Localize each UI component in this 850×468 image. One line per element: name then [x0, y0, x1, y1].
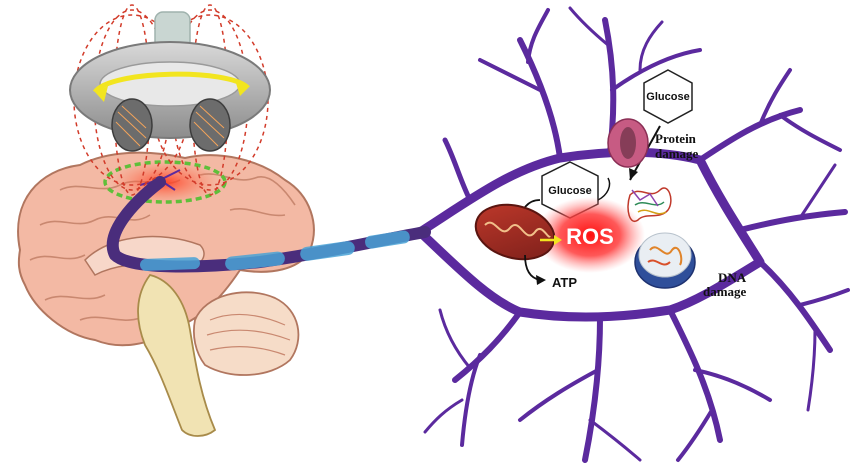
dendrite	[798, 163, 837, 220]
arrow-head	[536, 275, 546, 285]
coil-arrow-head	[95, 86, 108, 102]
dendrite	[806, 328, 817, 412]
neuron-icon	[415, 6, 850, 463]
dendrite	[423, 398, 464, 434]
mitochondrion-icon: ATP	[474, 203, 577, 290]
glucose-mid-arrow	[597, 177, 611, 201]
ros: ROS	[535, 197, 645, 273]
dna-strand	[647, 259, 671, 266]
protein-structure-icon	[627, 187, 672, 222]
cerebellum-folia	[206, 313, 291, 356]
dendrite	[438, 308, 472, 370]
dendrite	[757, 259, 833, 353]
dendrite	[778, 113, 842, 152]
coil-wire-pattern	[115, 105, 225, 147]
cerebellum	[192, 291, 300, 376]
dendrite	[478, 58, 542, 92]
protein-label-2: damage	[655, 146, 699, 161]
dna-label-1: DNA	[718, 270, 747, 285]
dendrite	[442, 137, 473, 203]
protein-label-1: Protein	[655, 131, 697, 146]
glucose-top-label: Glucose	[646, 91, 689, 103]
dendrite	[693, 368, 772, 402]
hexagon-glucose-icon	[643, 69, 693, 124]
glucose-mid-label: Glucose	[548, 185, 591, 197]
coil-ring-inner	[99, 61, 241, 107]
cristae	[484, 221, 551, 238]
atp-label: ATP	[552, 275, 577, 290]
myelin-sheath	[140, 230, 410, 271]
dendrite	[452, 309, 523, 383]
dendrite	[758, 68, 792, 127]
dendrite	[582, 315, 603, 463]
dendrite	[798, 288, 850, 307]
arrow-head	[554, 235, 562, 245]
glucose-top: Glucose	[629, 69, 693, 181]
dendrite	[610, 48, 702, 92]
brain-icon	[17, 151, 315, 437]
dendrite	[568, 6, 610, 47]
dendrite	[526, 8, 550, 64]
glucose-arrow-head	[629, 168, 638, 180]
dna-label-2: damage	[703, 284, 747, 299]
dendrite	[588, 418, 642, 462]
dendrite	[518, 368, 600, 422]
brainstem	[137, 273, 217, 437]
protein-damage: Protein damage	[607, 118, 699, 168]
ros-glow	[535, 197, 645, 273]
dna-strand	[649, 246, 683, 266]
tms-coil-icon[interactable]	[69, 4, 271, 196]
nucleus-icon: DNA damage	[634, 232, 747, 299]
dendrite	[638, 20, 664, 72]
dendrite	[676, 408, 714, 462]
dendrite	[517, 37, 563, 161]
coil-arrow-head	[235, 80, 248, 96]
axon	[106, 176, 431, 273]
ros-label: ROS	[566, 224, 614, 249]
dendrite	[737, 209, 848, 233]
dendrite	[460, 353, 482, 447]
dendrite	[697, 107, 803, 163]
